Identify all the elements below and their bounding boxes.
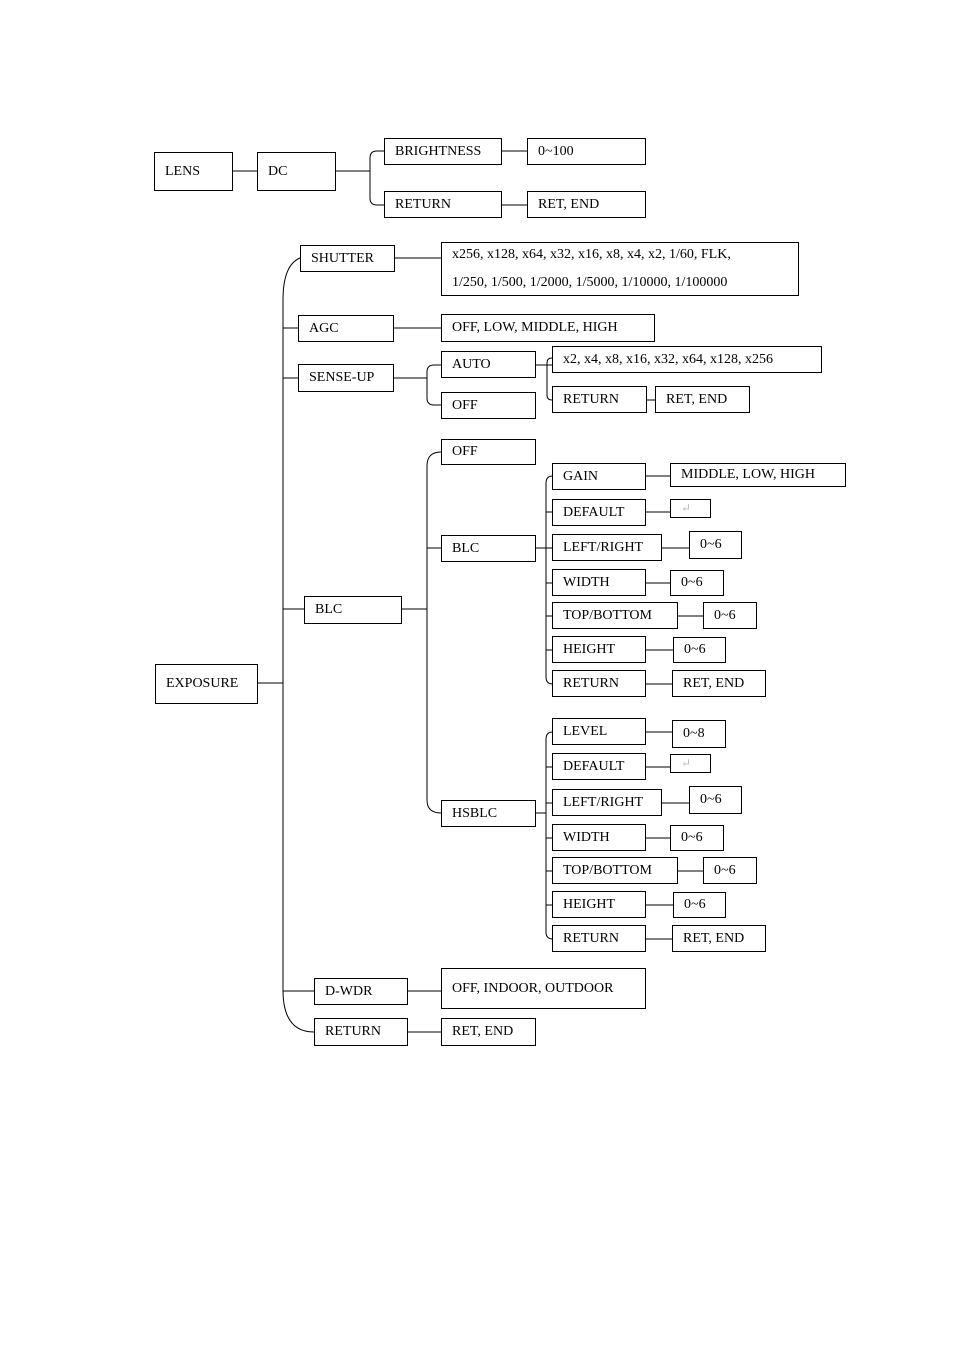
lens-brightness-value: 0~100 [527, 138, 646, 165]
hsblc-width-value: 0~6 [670, 825, 724, 851]
blc-node: BLC [304, 596, 402, 624]
hsblc-height-value: 0~6 [673, 892, 726, 918]
hsblc-left-right-node: LEFT/RIGHT [552, 789, 662, 816]
blc-gain-values: MIDDLE, LOW, HIGH [670, 463, 846, 487]
lens-return-node: RETURN [384, 191, 502, 218]
blc-height-value: 0~6 [673, 637, 726, 663]
hsblc-top-bottom-node: TOP/BOTTOM [552, 857, 678, 884]
shutter-values-line1: x256, x128, x64, x32, x16, x8, x4, x2, 1… [452, 247, 731, 262]
lens-dc-node: DC [257, 152, 336, 191]
sense-up-off-node: OFF [441, 392, 536, 419]
hsblc-level-value: 0~8 [672, 720, 726, 748]
shutter-node: SHUTTER [300, 245, 395, 272]
exposure-node: EXPOSURE [155, 664, 258, 704]
dwdr-node: D-WDR [314, 978, 408, 1005]
sense-up-auto-return-value: RET, END [655, 386, 750, 413]
blc-height-node: HEIGHT [552, 636, 646, 663]
sense-up-auto-node: AUTO [441, 351, 536, 378]
lens-brightness-node: BRIGHTNESS [384, 138, 502, 165]
blc-top-bottom-node: TOP/BOTTOM [552, 602, 678, 629]
blc-left-right-value: 0~6 [689, 531, 742, 559]
exposure-return-value: RET, END [441, 1018, 536, 1046]
blc-width-value: 0~6 [670, 570, 724, 596]
hsblc-left-right-value: 0~6 [689, 786, 742, 814]
hsblc-width-node: WIDTH [552, 824, 646, 851]
blc-top-bottom-value: 0~6 [703, 602, 757, 629]
sense-up-auto-return-node: RETURN [552, 386, 647, 413]
blc-return-value: RET, END [672, 670, 766, 697]
enter-icon: ↵ [681, 756, 692, 770]
hsblc-level-node: LEVEL [552, 718, 646, 745]
dwdr-values: OFF, INDOOR, OUTDOOR [441, 968, 646, 1009]
hsblc-node: HSBLC [441, 800, 536, 827]
blc-return-node: RETURN [552, 670, 646, 697]
hsblc-default-node: DEFAULT [552, 753, 646, 780]
hsblc-top-bottom-value: 0~6 [703, 857, 757, 884]
blc-default-value: ↵ [670, 499, 711, 518]
lens-node: LENS [154, 152, 233, 191]
hsblc-return-node: RETURN [552, 925, 646, 952]
hsblc-return-value: RET, END [672, 925, 766, 952]
agc-node: AGC [298, 315, 394, 342]
lens-return-value: RET, END [527, 191, 646, 218]
hsblc-height-node: HEIGHT [552, 891, 646, 918]
blc-default-node: DEFAULT [552, 499, 646, 526]
shutter-values-line2: 1/250, 1/500, 1/2000, 1/5000, 1/10000, 1… [452, 275, 728, 290]
blc-off-node: OFF [441, 439, 536, 465]
blc-gain-node: GAIN [552, 463, 646, 490]
sense-up-auto-values: x2, x4, x8, x16, x32, x64, x128, x256 [552, 346, 822, 373]
hsblc-default-value: ↵ [670, 754, 711, 773]
blc-left-right-node: LEFT/RIGHT [552, 534, 662, 561]
agc-values: OFF, LOW, MIDDLE, HIGH [441, 314, 655, 342]
blc-blc-node: BLC [441, 535, 536, 562]
blc-width-node: WIDTH [552, 569, 646, 596]
shutter-values: x256, x128, x64, x32, x16, x8, x4, x2, 1… [441, 242, 799, 296]
exposure-return-node: RETURN [314, 1018, 408, 1046]
enter-icon: ↵ [681, 501, 692, 515]
sense-up-node: SENSE-UP [298, 364, 394, 392]
